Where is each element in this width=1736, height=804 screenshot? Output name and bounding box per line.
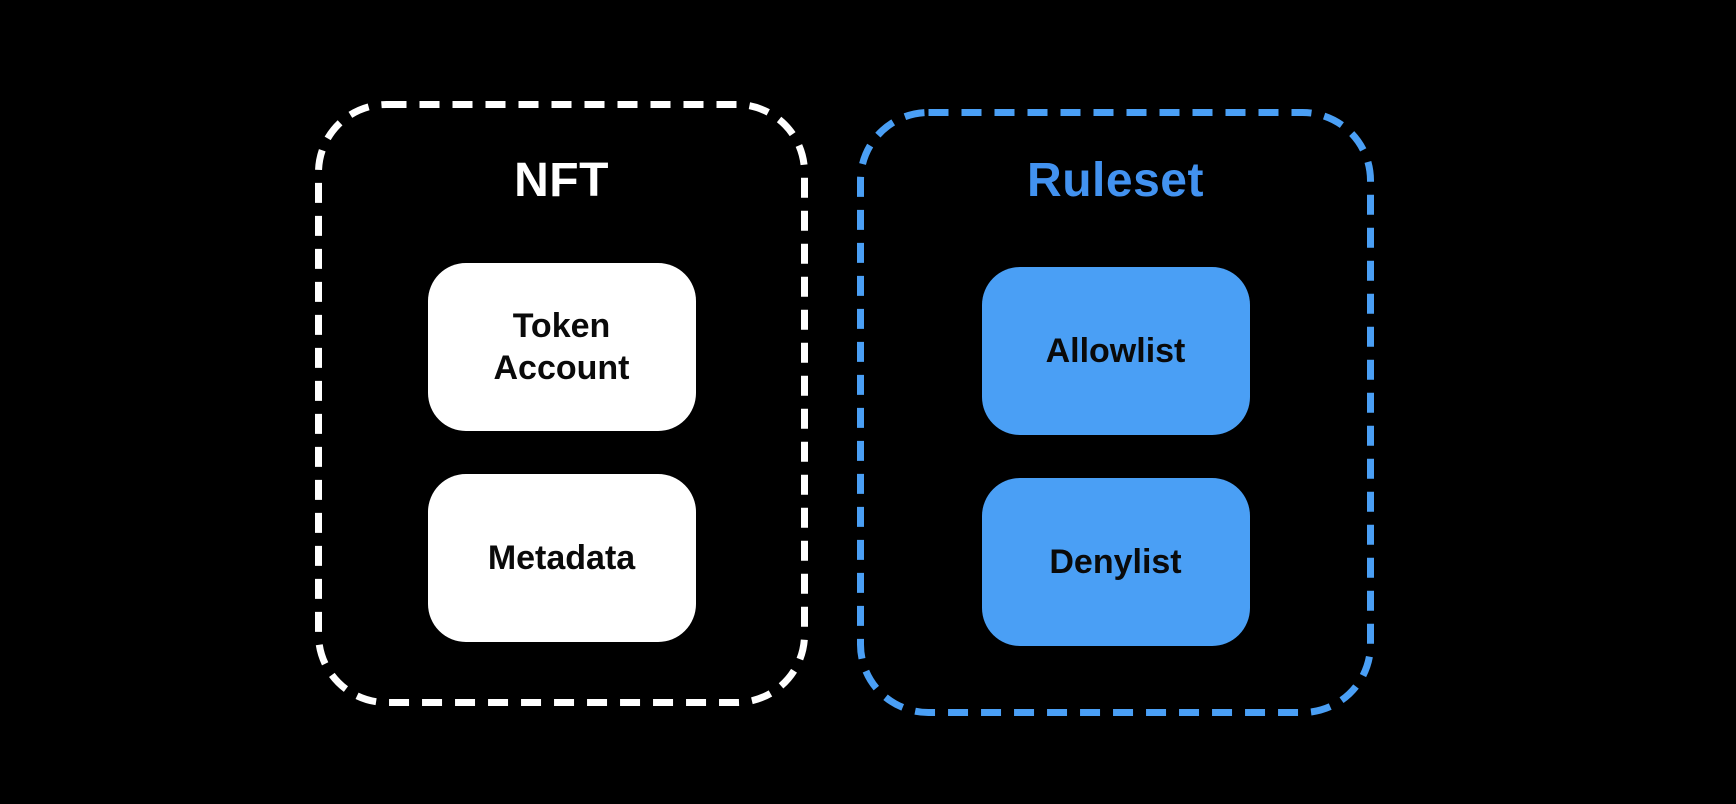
node-metadata: Metadata <box>427 474 696 642</box>
node-allowlist: Allowlist <box>981 267 1250 435</box>
node-token-account: Token Account <box>427 263 696 431</box>
node-label: Allowlist <box>1045 332 1186 370</box>
node-label: Denylist <box>1049 543 1182 581</box>
ruleset-group-title: Ruleset <box>1027 154 1204 207</box>
node-denylist: Denylist <box>981 478 1250 646</box>
node-label: Token Account <box>493 307 630 387</box>
nft-group: NFT Token Account Metadata <box>315 101 808 706</box>
node-label: Metadata <box>487 539 636 577</box>
ruleset-group: Ruleset Allowlist Denylist <box>857 109 1374 716</box>
nft-group-title: NFT <box>514 154 609 207</box>
